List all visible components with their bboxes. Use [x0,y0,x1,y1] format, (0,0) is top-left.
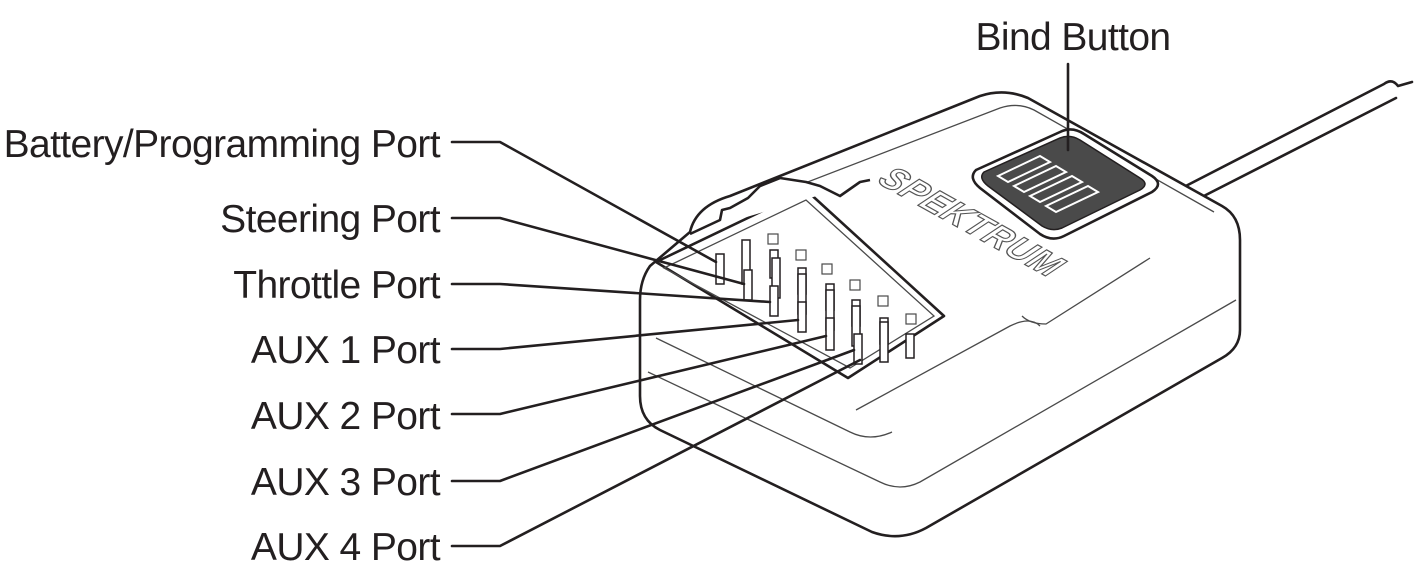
label-aux4-port: AUX 4 Port [251,526,441,569]
bind-button [971,128,1160,240]
leader-throttle-port [450,282,772,304]
leader-aux1-port [450,318,800,351]
receiver-body [638,91,1242,538]
label-aux1-port: AUX 1 Port [251,329,441,372]
label-throttle-port: Throttle Port [233,264,441,307]
leader-aux4-port [450,358,862,548]
leader-lines [450,62,1070,548]
leader-aux2-port [450,334,828,416]
leader-aux3-port [450,348,856,483]
leader-steering-port [450,216,746,286]
connector-pins [715,233,917,365]
antenna-wire [1176,80,1414,202]
label-bind-button: Bind Button [975,16,1170,59]
label-battery-programming-port: Battery/Programming Port [4,123,441,166]
callout-labels: Bind Button Battery/Programming Port Ste… [4,16,1172,569]
label-aux3-port: AUX 3 Port [251,461,441,504]
label-aux2-port: AUX 2 Port [251,395,441,438]
leader-battery-programming-port [450,140,718,264]
label-steering-port: Steering Port [220,198,441,241]
